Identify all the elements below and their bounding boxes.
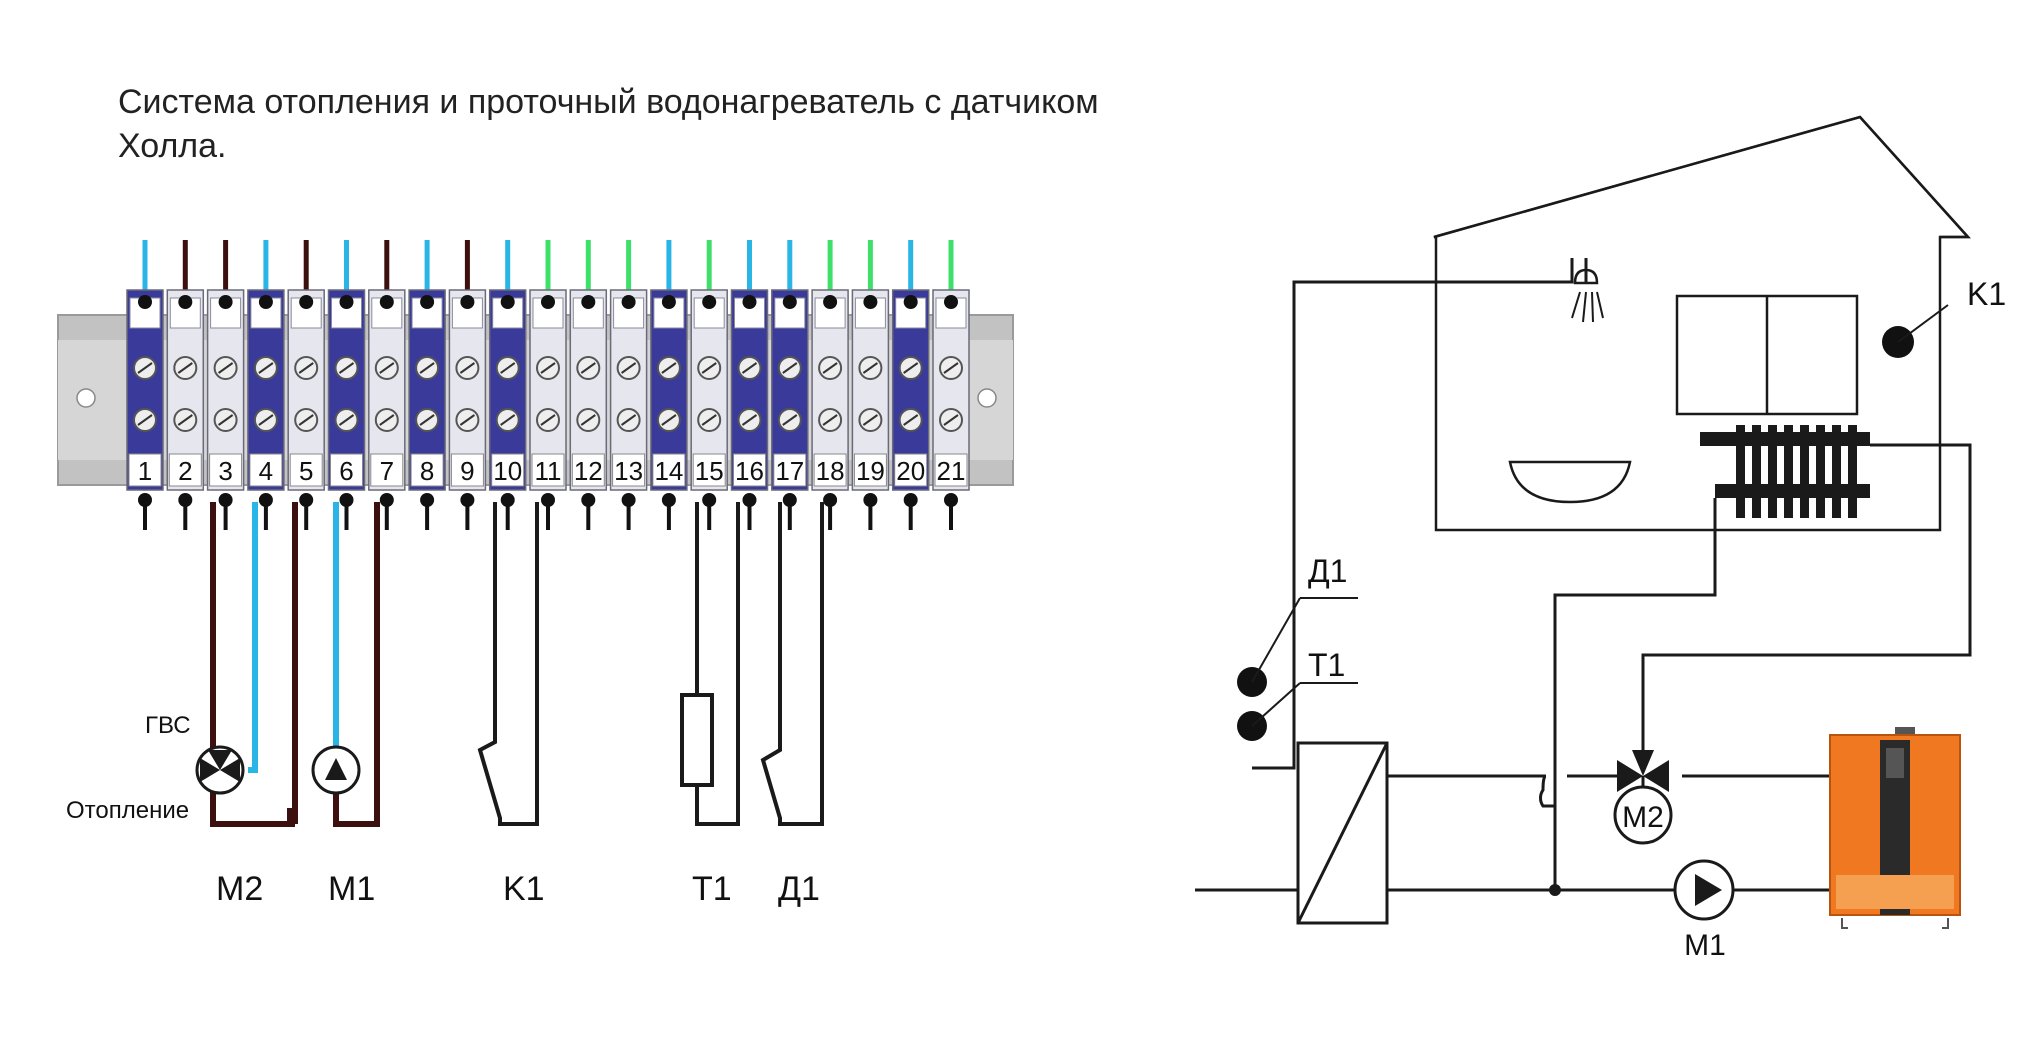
- wire-m2-t4: [248, 502, 258, 773]
- terminal-18: 18: [811, 240, 849, 530]
- rail-mounting-hole-left: [76, 388, 96, 408]
- terminal-2: 2: [166, 240, 205, 530]
- rail-mounting-hole-right: [977, 388, 997, 408]
- terminal-number: 13: [614, 456, 643, 486]
- terminal-number: 8: [420, 456, 434, 486]
- sensor-t1-scheme: [1237, 682, 1358, 741]
- pipe-radiator-flow: [1641, 443, 1972, 760]
- terminal-number: 9: [460, 456, 474, 486]
- label-scheme-m2: M2: [1622, 801, 1664, 834]
- valve-m2-scheme: [1613, 750, 1673, 845]
- terminal-19: 19: [851, 240, 890, 530]
- house-outline: [1433, 115, 1971, 532]
- terminal-9: 9: [448, 240, 487, 530]
- bathtub: [1508, 460, 1632, 504]
- terminal-16: 16: [730, 240, 769, 530]
- radiator-fin: [1784, 425, 1793, 518]
- pipe-radiator-return: [1553, 498, 1717, 890]
- terminal-8: 8: [408, 240, 446, 530]
- terminal-number: 6: [339, 456, 353, 486]
- label-wiring-m1: M1: [328, 870, 375, 908]
- terminal-number: 12: [574, 456, 603, 486]
- terminal-21: 21: [932, 240, 970, 530]
- wire-k1: [477, 502, 539, 826]
- boiler: [1829, 727, 1961, 929]
- terminal-13: 13: [609, 240, 648, 530]
- radiator-fin: [1768, 425, 1777, 518]
- radiator-fin: [1848, 425, 1857, 518]
- pump-m1-scheme: [1673, 859, 1735, 921]
- terminal-number: 11: [535, 456, 562, 486]
- radiator-fin: [1752, 425, 1761, 518]
- terminal-number: 19: [856, 456, 885, 486]
- label-wiring-t1: T1: [692, 870, 732, 908]
- radiator-fin: [1736, 425, 1745, 518]
- terminal-14: 14: [650, 240, 688, 530]
- radiator-fin: [1816, 425, 1825, 518]
- terminal-4: 4: [247, 240, 285, 530]
- label-wiring-d1: Д1: [778, 870, 820, 908]
- terminal-number: 21: [937, 456, 966, 486]
- terminal-number: 10: [493, 456, 522, 486]
- radiator-fin: [1832, 425, 1841, 518]
- label-wiring-k1: K1: [503, 870, 545, 908]
- terminal-15: 15: [690, 240, 728, 530]
- terminal-number: 4: [259, 456, 273, 486]
- sensor-k1-scheme: [1882, 304, 1949, 358]
- label-scheme-k1: K1: [1967, 276, 2006, 312]
- heating-scheme: [1195, 115, 1972, 925]
- terminal-number: 3: [218, 456, 232, 486]
- terminal-3: 3: [206, 240, 245, 530]
- terminal-12: 12: [569, 240, 608, 530]
- terminal-6: 6: [327, 240, 366, 530]
- terminal-17: 17: [771, 240, 809, 530]
- label-heating: Отопление: [66, 797, 189, 824]
- terminal-number: 20: [896, 456, 925, 486]
- heat-exchanger: [1296, 741, 1389, 925]
- terminal-1: 1: [126, 240, 164, 530]
- label-scheme-d1: Д1: [1308, 553, 1347, 589]
- terminal-7: 7: [368, 240, 406, 530]
- terminal-20: 20: [891, 240, 930, 530]
- label-wiring-m2: M2: [216, 870, 263, 908]
- terminal-number: 1: [138, 456, 152, 486]
- terminal-number: 7: [380, 456, 394, 486]
- terminal-number: 2: [178, 456, 192, 486]
- sensor-d1-scheme: [1237, 597, 1358, 697]
- valve-m2-symbol: [195, 745, 245, 795]
- radiator: [1700, 425, 1870, 518]
- shower: [1571, 258, 1604, 323]
- terminal-5: 5: [287, 240, 325, 530]
- terminal-number: 16: [735, 456, 764, 486]
- wire-d1: [760, 502, 824, 826]
- lower-wiring: [210, 502, 824, 827]
- sensor-t1-resistor: [680, 693, 714, 787]
- wire-t1: [695, 502, 740, 826]
- diagram-title: Система отопления и проточный водонагрев…: [118, 83, 1099, 165]
- label-hot-water: ГВС: [145, 712, 191, 739]
- terminal-number: 18: [816, 456, 845, 486]
- label-scheme-m1: M1: [1684, 929, 1726, 962]
- label-scheme-t1: T1: [1308, 647, 1345, 683]
- radiator-fin: [1800, 425, 1809, 518]
- pipe-junction: [1549, 884, 1561, 896]
- terminal-number: 17: [775, 456, 804, 486]
- terminal-11: 11: [529, 240, 567, 530]
- terminal-number: 15: [695, 456, 724, 486]
- terminal-10: 10: [488, 240, 527, 530]
- terminal-number: 5: [299, 456, 313, 486]
- pump-m1-symbol: [311, 745, 361, 795]
- pipe-dhw: [1252, 258, 1574, 770]
- terminal-number: 14: [654, 456, 683, 486]
- wire-m1-t7: [333, 502, 380, 827]
- pipe-heating-feed: [1387, 774, 1830, 808]
